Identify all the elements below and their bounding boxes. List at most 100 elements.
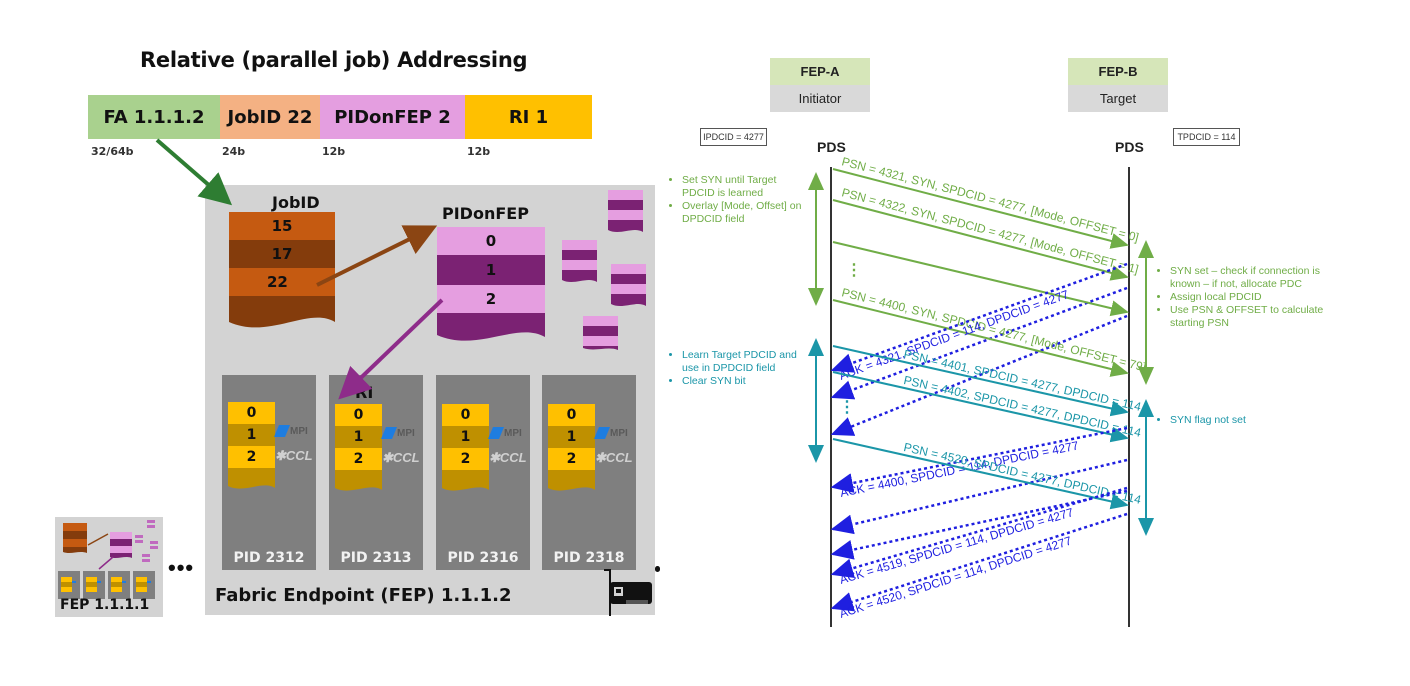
ccl-logo: ✱CCL	[275, 448, 313, 463]
syn-message-arrow	[832, 168, 1129, 249]
mpi-logo: MPI	[381, 427, 415, 439]
ack-message-arrow	[830, 286, 1128, 400]
ri-entry: 0	[335, 404, 382, 426]
bits-label-fa: 32/64b	[91, 145, 134, 158]
ack-message-arrow	[830, 426, 1128, 493]
note-item: Overlay [Mode, Offset] on DPDCID field	[682, 200, 808, 226]
pidonfep-table: 0 1 2	[437, 227, 545, 345]
mpi-logo: MPI	[274, 425, 308, 437]
ri-entry: 2	[548, 448, 595, 470]
note-item: Assign local PDCID	[1170, 291, 1331, 304]
jobid-table: 15 17 22	[229, 212, 335, 334]
star-icon: ✱	[595, 450, 606, 465]
ccl-logo: ✱CCL	[595, 450, 633, 465]
ack-message-arrow	[830, 458, 1128, 535]
target-established-notes: SYN flag not set	[1156, 414, 1331, 427]
ri-entry: 1	[335, 426, 382, 448]
target-name: FEP-B	[1068, 58, 1168, 85]
bits-label-jobid: 24b	[222, 145, 246, 158]
star-icon: ✱	[489, 450, 500, 465]
process-box-2312: 0 1 2 MPI ✱CCL PID 2312	[222, 375, 316, 570]
network-card-icon	[604, 569, 652, 616]
arrow-pidonfep-to-ri	[338, 298, 444, 400]
initiator-pdcid-box: IPDCID = 4277	[700, 128, 767, 146]
note-item: SYN flag not set	[1170, 414, 1331, 427]
syn-ellipsis: ⋮	[846, 262, 862, 279]
ri-table: 0 1 2	[442, 404, 489, 492]
diagram-title: Relative (parallel job) Addressing	[140, 48, 528, 72]
target-pds-label: PDS	[1115, 139, 1144, 155]
ri-entry: 2	[442, 448, 489, 470]
jobid-entry: 17	[229, 240, 335, 268]
ri-entry: 1	[548, 426, 595, 448]
pid-label: PID 2316	[447, 550, 519, 566]
data-ellipsis: ⋮	[839, 399, 855, 416]
data-message-arrow	[832, 345, 1129, 417]
mpi-icon	[488, 427, 504, 439]
bits-label-pidonfep: 12b	[322, 145, 346, 158]
initiator-name: FEP-A	[770, 58, 870, 85]
mpi-logo: MPI	[594, 427, 628, 439]
ri-entry: 1	[228, 424, 275, 446]
arrow-jobid-to-pidonfep	[316, 225, 438, 287]
other-pidonfep-tables	[562, 190, 646, 350]
small-table-3	[611, 264, 646, 306]
ri-entry: 0	[442, 404, 489, 426]
mpi-icon	[381, 427, 397, 439]
mini-fep-diagram	[58, 520, 158, 599]
note-item: SYN set – check if connection is known –…	[1170, 265, 1331, 291]
pid-label: PID 2318	[553, 550, 625, 566]
pidonfep-table-tail	[437, 313, 545, 341]
syn-message-arrow	[832, 199, 1129, 281]
address-field-jobid: JobID 22	[220, 95, 320, 139]
ellipsis-dots: •••	[168, 555, 195, 580]
ri-entry: 2	[335, 448, 382, 470]
ri-table-tail	[442, 470, 489, 491]
address-field-fa: FA 1.1.1.2	[88, 95, 220, 139]
ccl-logo: ✱CCL	[382, 450, 420, 465]
initiator-established-notes: Learn Target PDCID and use in DPDCID fie…	[668, 349, 808, 388]
target-role: Target	[1068, 85, 1168, 112]
ri-entry: 0	[548, 404, 595, 426]
ri-entry: 2	[228, 446, 275, 468]
star-icon: ✱	[275, 448, 286, 463]
process-box-2313: RI 0 1 2 MPI ✱CCL PID 2313	[329, 375, 423, 570]
ccl-logo: ✱CCL	[489, 450, 527, 465]
ri-table: 0 1 2	[548, 404, 595, 492]
mpi-icon	[594, 427, 610, 439]
star-icon: ✱	[382, 450, 393, 465]
syn-message-arrow	[832, 241, 1129, 317]
ri-table: 0 1 2	[335, 404, 382, 492]
pidonfep-table-label: PIDonFEP	[442, 204, 529, 223]
small-table-2	[562, 240, 597, 282]
ri-table: 0 1 2	[228, 402, 275, 490]
jobid-entry: 22	[229, 268, 335, 296]
ack-message-arrow	[830, 314, 1128, 436]
initiator-header: FEP-A Initiator	[770, 58, 870, 112]
continuation-dot	[655, 566, 660, 572]
pidonfep-entry: 2	[437, 285, 545, 313]
ri-entry: 0	[228, 402, 275, 424]
data-message-arrow	[832, 438, 1129, 510]
data-message-arrow	[832, 371, 1129, 443]
ri-table-tail	[228, 468, 275, 489]
target-syn-notes: SYN set – check if connection is known –…	[1156, 265, 1331, 330]
pid-label: PID 2312	[233, 550, 305, 566]
ack-message-arrow	[830, 262, 1128, 373]
jobid-entry: 15	[229, 212, 335, 240]
process-box-2318: 0 1 2 MPI ✱CCL PID 2318	[542, 375, 636, 570]
address-field-pidonfep: PIDonFEP 2	[320, 95, 465, 139]
note-item: Set SYN until Target PDCID is learned	[682, 174, 808, 200]
mini-fep-label: FEP 1.1.1.1	[60, 597, 150, 613]
fep-label: Fabric Endpoint (FEP) 1.1.1.2	[215, 585, 512, 606]
note-item: Learn Target PDCID and use in DPDCID fie…	[682, 349, 808, 375]
small-table-1	[608, 190, 643, 232]
jobid-table-label: JobID	[272, 193, 320, 212]
ri-table-tail	[548, 470, 595, 491]
target-header: FEP-B Target	[1068, 58, 1168, 112]
syn-message-arrow	[832, 299, 1129, 377]
pidonfep-entry: 1	[437, 255, 545, 285]
mpi-logo: MPI	[488, 427, 522, 439]
bits-label-ri: 12b	[467, 145, 491, 158]
